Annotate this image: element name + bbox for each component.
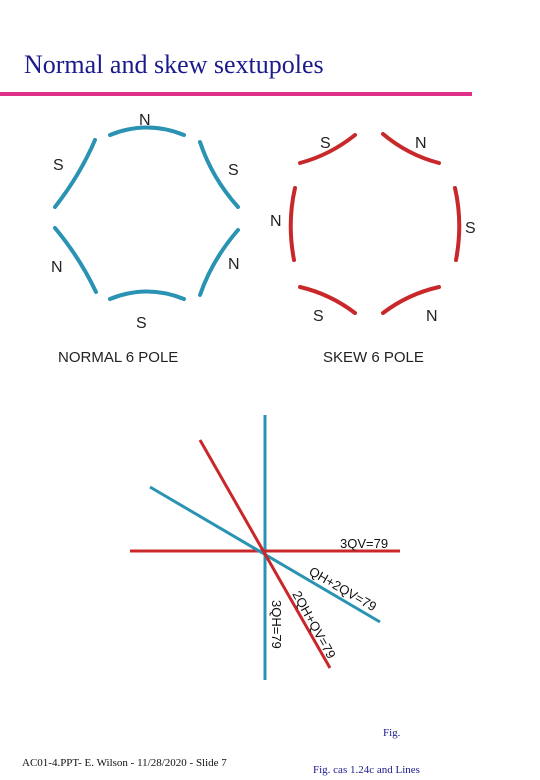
slide-title: Normal and skew sextupoles (24, 50, 324, 79)
normal-label-lower-left: N (51, 259, 63, 276)
skew-pole-left (288, 186, 297, 262)
normal-caption: NORMAL 6 POLE (58, 349, 178, 366)
footer-credit: AC01-4.PPT- E. Wilson - 11/28/2020 - Sli… (22, 757, 227, 769)
skew-pole-lower-right (381, 285, 441, 315)
normal-pole-upper-right (198, 140, 240, 209)
normal-pole-lower-right (198, 228, 240, 297)
normal-label-top: N (139, 112, 151, 129)
label-3qv-79: 3QV=79 (340, 536, 388, 551)
normal-label-upper-right: S (228, 162, 239, 179)
normal-pole-upper-left (53, 138, 97, 209)
skew-pole-right (453, 186, 462, 262)
fig-label: Fig. (383, 727, 401, 739)
label-3qh-79: 3QH=79 (269, 600, 284, 649)
skew-label-upper-right: N (415, 135, 427, 152)
skew-label-right: S (465, 220, 476, 237)
normal-sextupole (53, 125, 240, 301)
normal-pole-top (108, 125, 186, 137)
label-qh-2qv-79: QH+2QV=79 (307, 564, 380, 615)
footer-figure-ref: Fig. cas 1.24c and Lines (313, 764, 420, 776)
skew-label-lower-left: S (313, 308, 324, 325)
skew-pole-upper-left (298, 133, 357, 165)
normal-pole-lower-left (53, 226, 98, 294)
label-2qh-qv-79: 2QH+QV=79 (289, 588, 339, 661)
skew-label-lower-right: N (426, 308, 438, 325)
skew-sextupole (288, 132, 462, 315)
normal-label-bottom: S (136, 315, 147, 332)
line-2qh-qv-79 (198, 439, 332, 669)
skew-caption: SKEW 6 POLE (323, 349, 424, 366)
normal-pole-bottom (108, 289, 186, 301)
normal-label-lower-right: N (228, 256, 240, 273)
title-underline (0, 92, 472, 96)
skew-pole-upper-right (381, 132, 441, 165)
normal-label-upper-left: S (53, 157, 64, 174)
skew-pole-lower-left (298, 285, 357, 315)
skew-label-upper-left: S (320, 135, 331, 152)
resonance-diagram (130, 415, 400, 680)
skew-label-left: N (270, 213, 282, 230)
